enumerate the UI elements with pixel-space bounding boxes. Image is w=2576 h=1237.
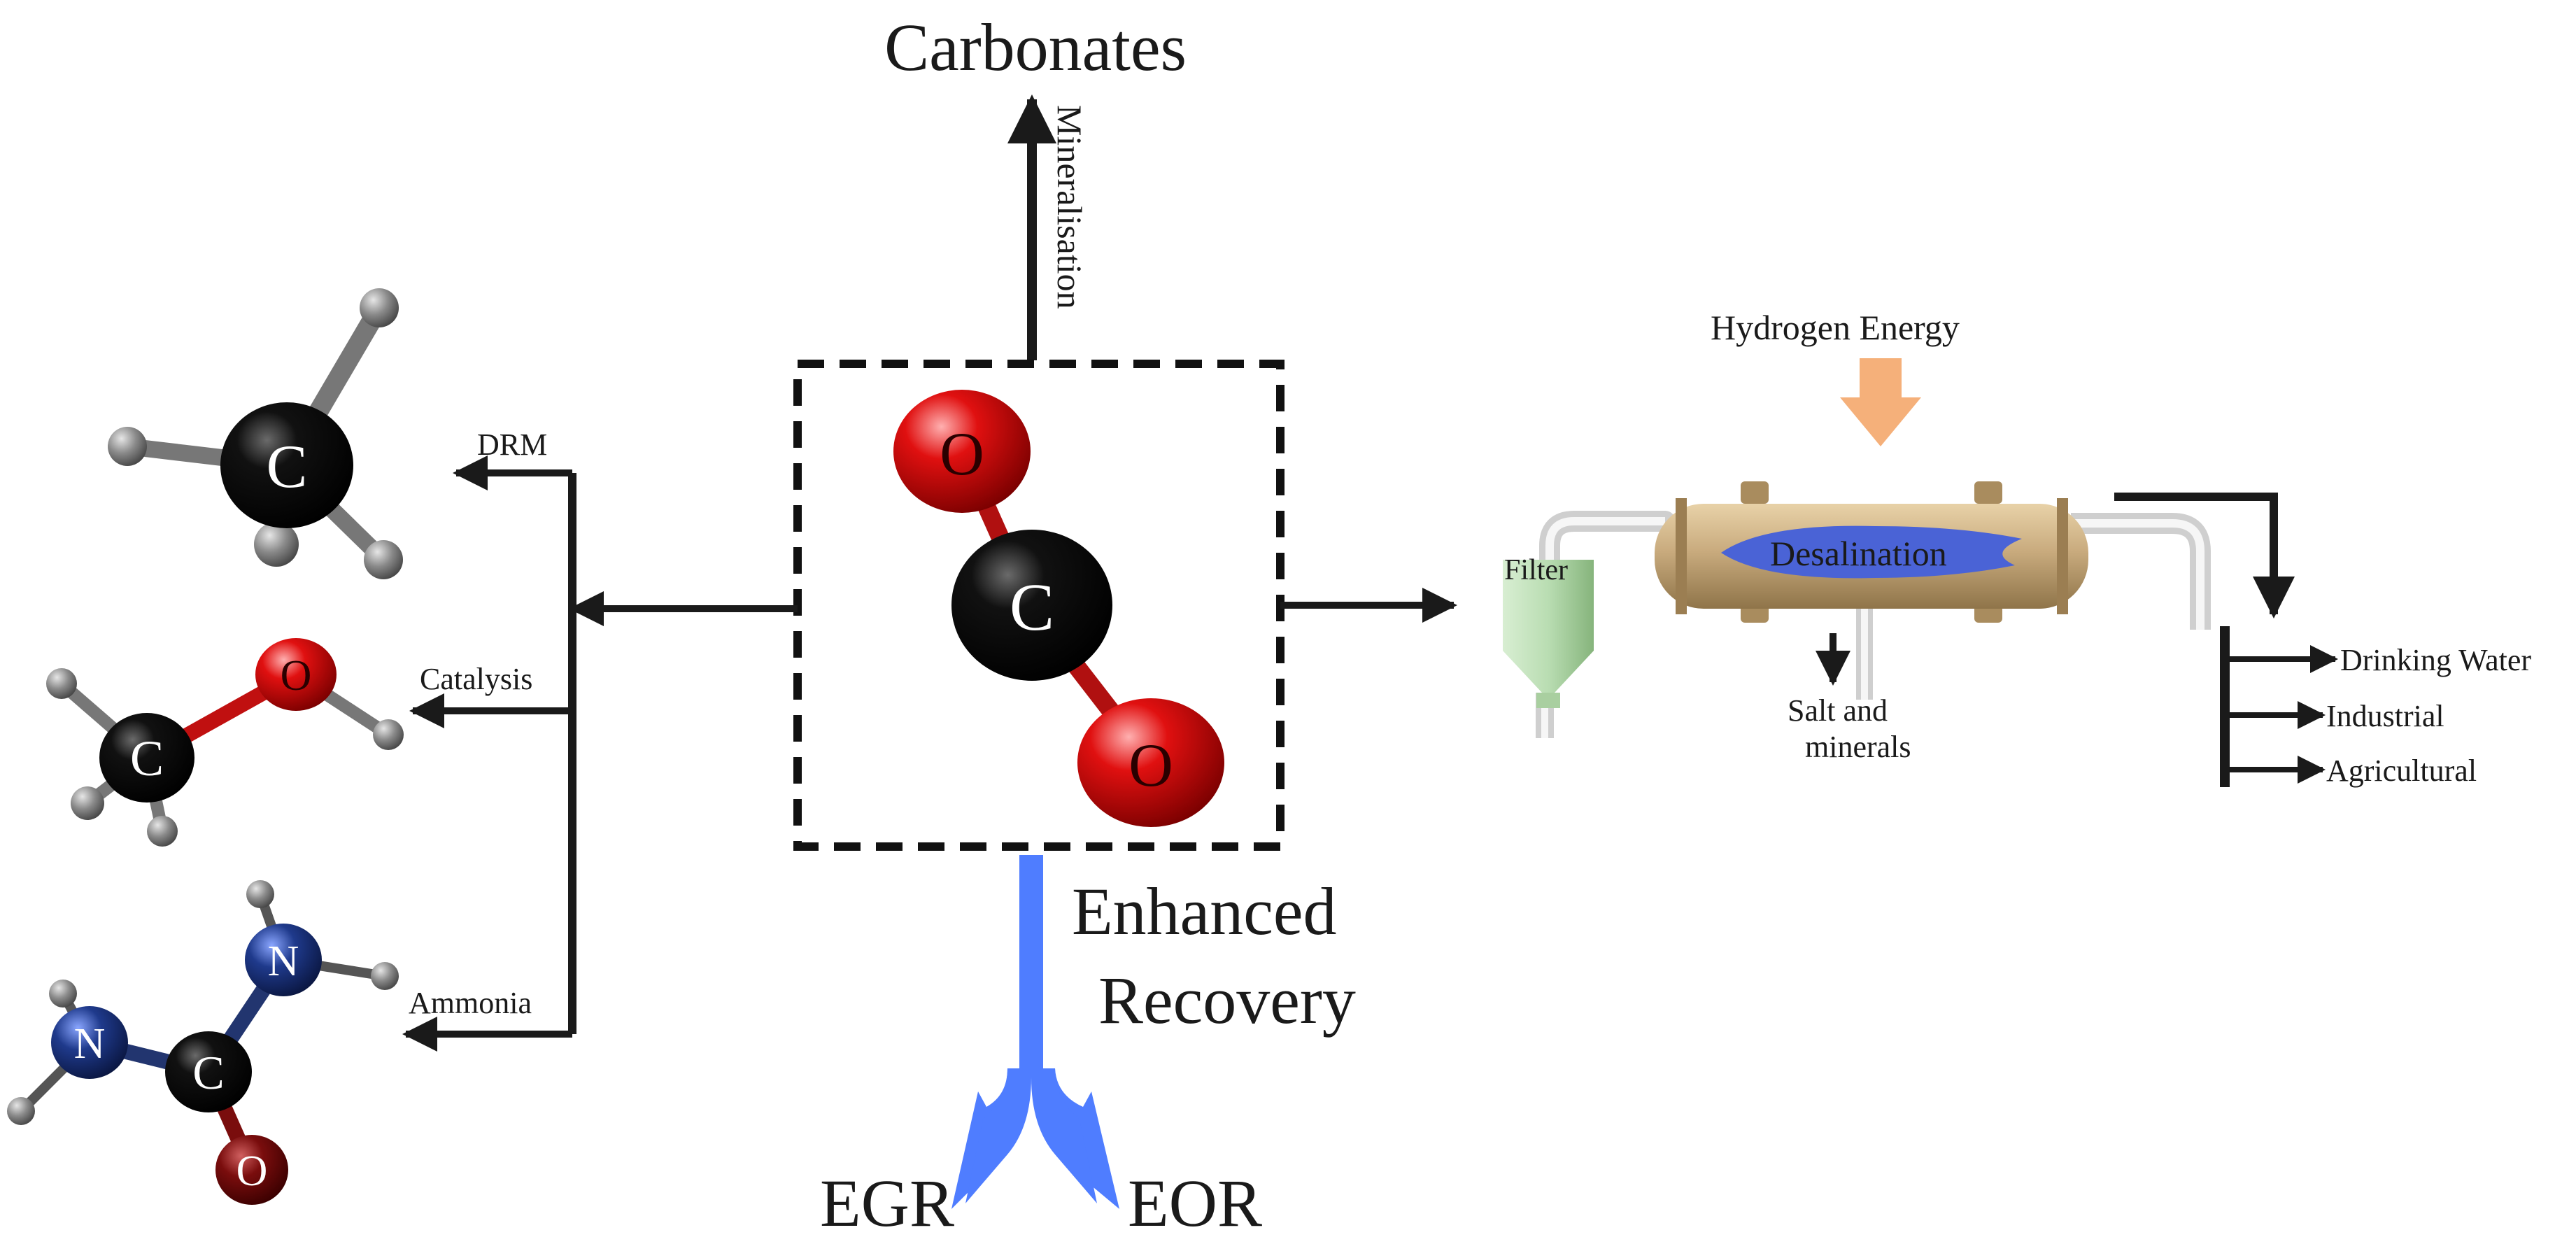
urea-carbon-label: C — [192, 1046, 224, 1099]
svg-text:O: O — [1128, 732, 1173, 800]
enhanced-label: Enhanced — [1072, 874, 1336, 949]
hydrogen-energy-arrow — [1840, 358, 1921, 446]
co2-oxygen-top-atom: O — [893, 390, 1031, 513]
methanol-oxygen-label: O — [281, 652, 312, 700]
svg-text:C: C — [1010, 570, 1054, 644]
outlet-pipe — [2071, 513, 2211, 630]
co2-oxygen-bottom-atom: O — [1077, 698, 1224, 827]
hydrogen-energy-label: Hydrogen Energy — [1711, 308, 1960, 347]
desalination-vessel — [1655, 481, 2088, 623]
output-arrow — [2114, 493, 2295, 618]
eor-label: EOR — [1128, 1166, 1262, 1237]
filter-unit — [1503, 560, 1594, 708]
salt-label-line1: Salt and — [1788, 693, 1888, 728]
ammonia-label: Ammonia — [409, 986, 532, 1020]
methane-molecule: C — [108, 288, 403, 579]
svg-text:O: O — [940, 420, 984, 488]
mineralisation-label: Mineralisation — [1050, 105, 1089, 309]
drm-label: DRM — [477, 427, 547, 462]
salt-label-line2: minerals — [1805, 730, 1911, 764]
urea-molecule: N N O C — [7, 880, 399, 1205]
methanol-carbon-label: C — [130, 730, 164, 786]
desalination-label: Desalination — [1770, 534, 1947, 573]
industrial-label: Industrial — [2326, 699, 2444, 733]
methane-carbon-label: C — [267, 433, 308, 501]
agricultural-label: Agricultural — [2326, 754, 2477, 788]
co2-carbon-atom: C — [951, 530, 1112, 681]
drinking-water-label: Drinking Water — [2340, 643, 2531, 677]
methanol-molecule: O C — [46, 638, 404, 847]
egr-label: EGR — [820, 1166, 954, 1237]
urea-nitrogen-left-label: N — [74, 1020, 106, 1068]
filter-label: Filter — [1504, 554, 1568, 586]
recovery-label: Recovery — [1098, 963, 1356, 1038]
carbonates-label: Carbonates — [884, 10, 1187, 85]
enhanced-recovery-arrow — [951, 855, 1119, 1209]
catalysis-label: Catalysis — [420, 662, 532, 696]
urea-nitrogen-right-label: N — [268, 938, 299, 985]
urea-oxygen-label: O — [236, 1147, 268, 1195]
desalination-flow-shape — [1721, 525, 2022, 579]
